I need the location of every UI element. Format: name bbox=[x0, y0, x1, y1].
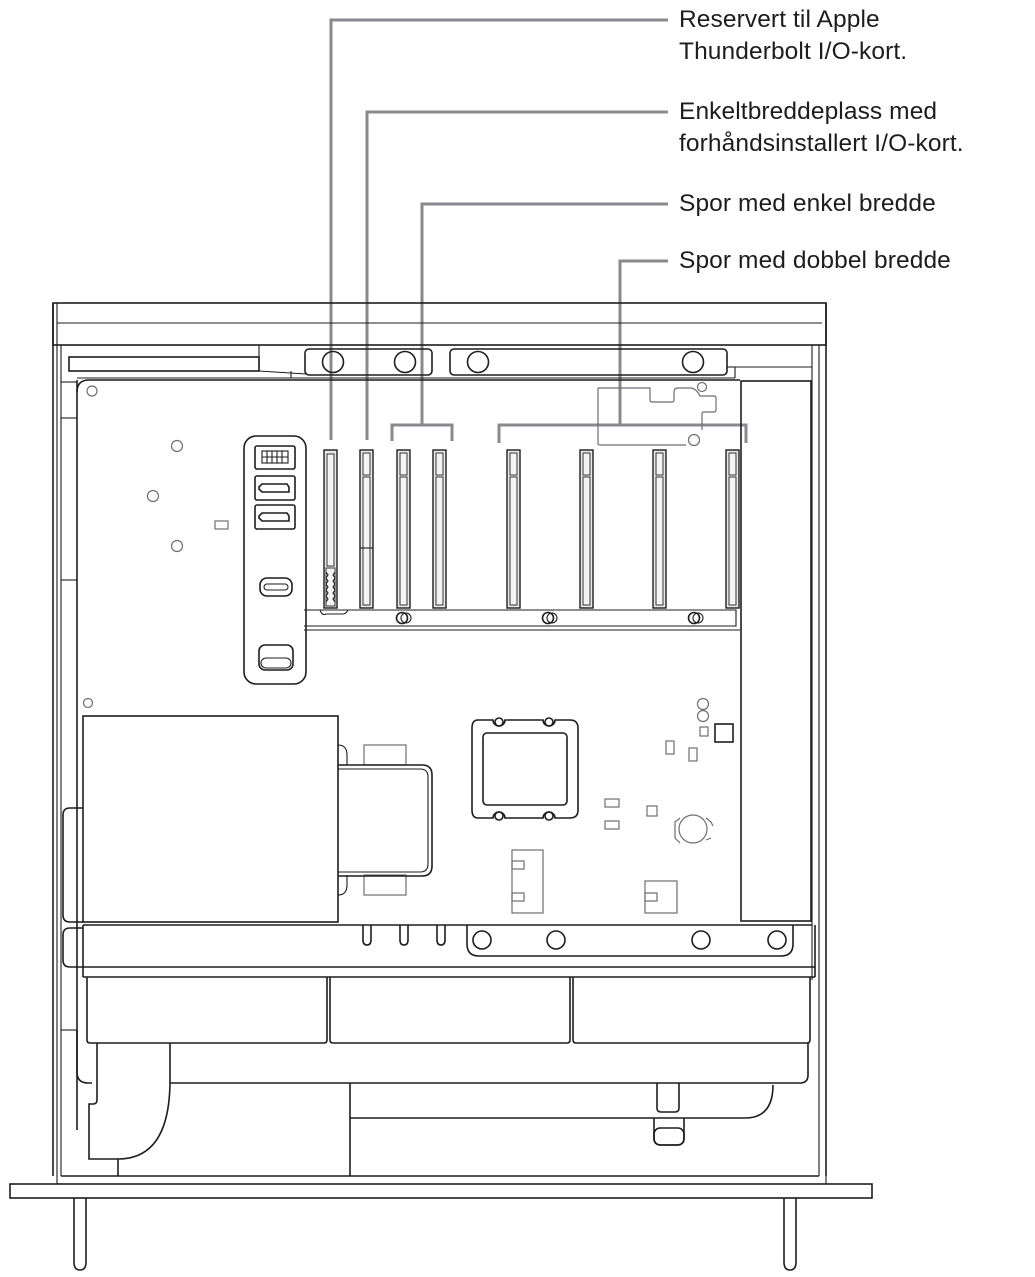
io-port-hdmi-2 bbox=[254, 504, 296, 530]
pcie-slot-8 bbox=[725, 449, 740, 609]
pcie-slots bbox=[323, 449, 740, 609]
leader-double-width-slots bbox=[618, 259, 668, 425]
left-foot bbox=[73, 1198, 87, 1271]
leader-single-width-slots bbox=[420, 202, 668, 425]
bracket-double-width-slots bbox=[497, 423, 748, 443]
pcie-slot-3 bbox=[396, 449, 411, 609]
coin-battery bbox=[678, 814, 708, 844]
bottom-mount bbox=[466, 925, 794, 957]
callout-single-width-slots: Spor med enkel bredde bbox=[679, 188, 936, 220]
chassis-top-frame bbox=[52, 302, 827, 346]
bracket-single-width-slots bbox=[390, 423, 454, 441]
lower-bar bbox=[62, 924, 816, 978]
power-supply bbox=[62, 715, 433, 923]
io-port-usb-c bbox=[259, 577, 293, 597]
pcie-slot-5 bbox=[506, 449, 521, 609]
cpu-socket-inner bbox=[482, 732, 568, 806]
callout-double-width-slots: Spor med dobbel bredde bbox=[679, 245, 951, 277]
right-foot bbox=[783, 1198, 797, 1271]
callout-text-line: Enkeltbreddeplass med bbox=[679, 98, 938, 125]
base-plate bbox=[9, 1183, 873, 1199]
leader-reserved-thunderbolt bbox=[329, 18, 668, 440]
top-mount-1 bbox=[304, 348, 433, 376]
pcie-slot-7 bbox=[652, 449, 667, 609]
io-release-handle bbox=[258, 644, 294, 671]
callout-text-line: Spor med enkel bredde bbox=[679, 190, 936, 217]
pcie-slot-1 bbox=[323, 449, 338, 609]
io-port-hdmi-1 bbox=[254, 475, 296, 501]
callout-text-line: forhåndsinstallert I/O-kort. bbox=[679, 130, 964, 157]
callout-text-line: Thunderbolt I/O-kort. bbox=[679, 38, 908, 65]
logic-board bbox=[76, 379, 812, 922]
pcie-slot-2 bbox=[359, 449, 374, 609]
pcie-slot-6 bbox=[579, 449, 594, 609]
io-panel bbox=[243, 435, 307, 685]
psu-connector bbox=[338, 764, 433, 877]
callout-leader-lines bbox=[329, 18, 748, 443]
callout-text-line: Reservert til Apple bbox=[679, 6, 880, 33]
top-mount-2 bbox=[449, 348, 728, 376]
leader-single-width-preinstalled bbox=[365, 110, 668, 440]
pcie-slot-4 bbox=[432, 449, 447, 609]
io-panel-body bbox=[243, 435, 307, 685]
stand-base bbox=[9, 1176, 873, 1271]
cpu-socket bbox=[471, 719, 579, 819]
callout-reserved-thunderbolt: Reservert til Apple Thunderbolt I/O-kort… bbox=[679, 4, 907, 68]
fan-housing bbox=[61, 977, 819, 1177]
callout-single-width-preinstalled: Enkeltbreddeplass med forhåndsinstallert… bbox=[679, 96, 964, 160]
top-left-bar bbox=[68, 356, 260, 372]
chassis bbox=[52, 302, 827, 1176]
right-side-panel bbox=[740, 380, 812, 922]
callout-text-line: Spor med dobbel bredde bbox=[679, 247, 951, 274]
psu-body bbox=[82, 715, 339, 923]
io-port-power-header bbox=[254, 445, 296, 470]
